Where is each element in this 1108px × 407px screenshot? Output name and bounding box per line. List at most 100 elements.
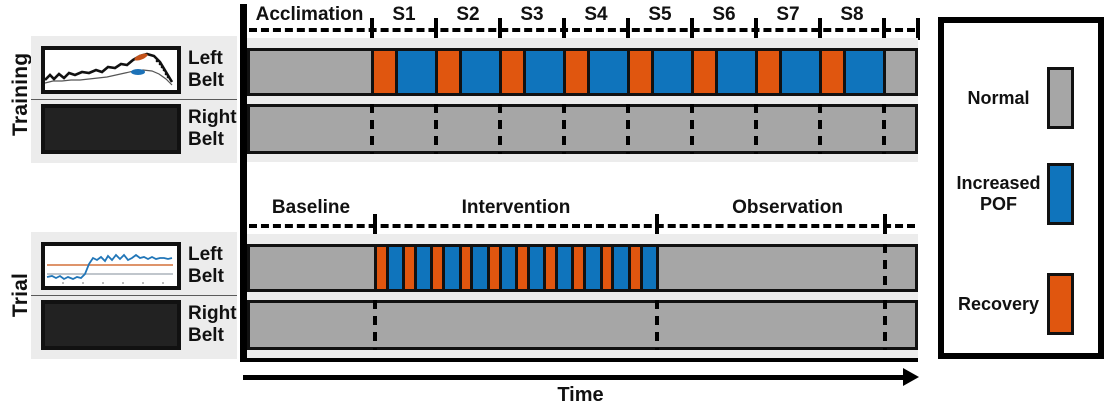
training-segment-divider xyxy=(627,51,630,93)
trial-segment-b xyxy=(584,247,601,289)
legend-label-increased-pof-line2: POF xyxy=(979,194,1017,214)
training-segment-b xyxy=(716,51,756,93)
trial-segment-b xyxy=(471,247,488,289)
time-axis-label: Time xyxy=(557,384,604,406)
trial-segment-divider xyxy=(515,247,518,289)
training-left-belt-row: Left Belt xyxy=(41,45,237,95)
legend-item-recovery: Recovery xyxy=(944,273,1098,335)
training-segment-g xyxy=(884,51,915,93)
trial-segment-divider xyxy=(458,247,462,289)
trial-segment-o xyxy=(516,247,528,289)
trial-segment-o xyxy=(403,247,416,289)
training-right-belt-divider xyxy=(690,104,694,154)
trial-segment-b xyxy=(612,247,629,289)
trial-right-belt-divider xyxy=(373,300,377,350)
training-right-belt-bar xyxy=(247,104,918,154)
training-segment-o xyxy=(692,51,716,93)
training-right-belt-divider xyxy=(434,104,438,154)
legend-label-recovery: Recovery xyxy=(957,293,1040,314)
training-segment-divider xyxy=(883,51,886,93)
training-segment-o xyxy=(820,51,844,93)
trial-segment-divider xyxy=(486,247,490,289)
training-segment-divider xyxy=(459,51,462,93)
training-right-belt-divider xyxy=(754,104,758,154)
trial-phase-label-baseline: Baseline xyxy=(271,197,351,218)
training-segment-divider xyxy=(395,51,398,93)
trial-segment-o xyxy=(431,247,444,289)
training-right-belt-label-line1: Right xyxy=(188,107,237,128)
training-right-belt-divider xyxy=(562,104,566,154)
training-segment-divider xyxy=(563,51,566,93)
trial-segment-divider xyxy=(385,247,389,289)
training-segment-divider xyxy=(587,51,590,93)
training-segment-divider xyxy=(371,51,374,93)
training-segment-o xyxy=(756,51,780,93)
training-right-belt-divider xyxy=(818,104,822,154)
trial-segment-divider xyxy=(543,247,547,289)
training-segment-g xyxy=(250,51,372,93)
trial-segment-divider xyxy=(470,247,474,289)
training-right-belt-row: Right Belt xyxy=(41,103,237,155)
trial-segment-o xyxy=(600,247,613,289)
time-arrow-head xyxy=(903,368,919,386)
trial-right-belt-label-line1: Right xyxy=(188,303,237,324)
training-segment-divider xyxy=(755,51,758,93)
training-segment-divider xyxy=(691,51,694,93)
trial-segment-b xyxy=(386,247,404,289)
training-segment-divider xyxy=(651,51,654,93)
training-right-belt-divider xyxy=(370,104,374,154)
trial-segment-b xyxy=(527,247,545,289)
legend-swatch-recovery xyxy=(1047,273,1074,335)
training-left-belt-plot xyxy=(41,46,181,94)
trial-segment-b xyxy=(443,247,460,289)
training-phase-tick xyxy=(370,18,374,40)
training-segment-o xyxy=(436,51,460,93)
trial-segment-g xyxy=(657,247,915,289)
trial-left-belt-observation-divider xyxy=(883,244,887,292)
trial-right-belt-dark xyxy=(41,300,181,350)
training-right-belt-divider xyxy=(498,104,502,154)
trial-segment-divider xyxy=(639,247,643,289)
trial-right-belt-label-line2: Belt xyxy=(188,325,224,346)
trial-right-belt-label: Right Belt xyxy=(188,303,237,347)
training-right-belt-label-line2: Belt xyxy=(188,129,224,150)
training-segment-b xyxy=(780,51,820,93)
trial-segment-o xyxy=(375,247,387,289)
trial-segment-o xyxy=(628,247,641,289)
trial-right-belt-row: Right Belt xyxy=(41,299,237,351)
training-right-belt-dark xyxy=(41,104,181,154)
training-phase-label-s3: S3 xyxy=(520,4,544,25)
training-segment-b xyxy=(396,51,436,93)
training-phase-tick xyxy=(818,18,822,40)
training-phase-label-s7: S7 xyxy=(776,4,800,25)
legend-label-normal: Normal xyxy=(967,87,1030,108)
training-phase-label-s4: S4 xyxy=(584,4,608,25)
training-segment-b xyxy=(652,51,692,93)
trial-left-belt-bar xyxy=(247,244,918,292)
trial-thumb-divider xyxy=(31,295,237,296)
trial-segment-divider xyxy=(583,247,587,289)
trial-segment-divider xyxy=(555,247,559,289)
trial-right-belt-bar xyxy=(247,300,918,350)
training-phase-tick xyxy=(498,18,502,40)
training-segment-o xyxy=(372,51,396,93)
trial-segment-g xyxy=(250,247,375,289)
trial-segment-o xyxy=(459,247,472,289)
training-segment-divider xyxy=(779,51,782,93)
trial-segment-o xyxy=(487,247,500,289)
trial-segment-divider xyxy=(599,247,603,289)
training-right-belt-divider xyxy=(882,104,886,154)
training-segment-divider xyxy=(843,51,846,93)
trial-phase-tick xyxy=(655,214,659,236)
training-right-belt-divider xyxy=(626,104,630,154)
training-phase-tick xyxy=(434,18,438,40)
trial-segment-b xyxy=(499,247,516,289)
training-segment-b xyxy=(844,51,884,93)
training-segment-o xyxy=(628,51,652,93)
timeline-bottom-rule xyxy=(240,355,918,362)
trial-segment-divider xyxy=(627,247,631,289)
timeline-vertical-axis xyxy=(240,4,247,361)
trial-left-belt-label: Left Belt xyxy=(188,244,224,288)
group-label-training: Training xyxy=(9,52,32,136)
legend-item-increased-pof: Increased POF xyxy=(944,163,1098,225)
